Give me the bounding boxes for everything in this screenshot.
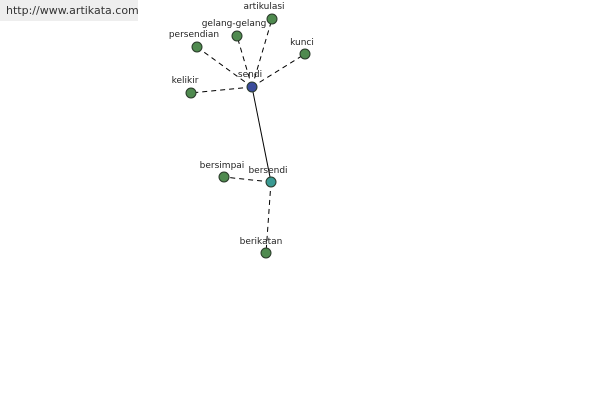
node-persendian[interactable]: persendian [169,30,219,53]
node-circle-berikatan[interactable] [260,247,272,259]
node-label-kunci: kunci [290,38,314,48]
nodes-layer: sendi bersendi artikulasi gelang-gelangpers… [169,2,314,259]
edge-sendi-kelikir [190,86,253,94]
node-gelang-gelang[interactable]: gelang-gelang [202,19,267,42]
site-url-text: http://www.artikata.com [6,4,139,17]
node-label-bersendi: bersendi [248,166,287,176]
watermark-bar: http://www.artikata.com [0,0,139,21]
node-label-sendi: sendi [238,70,262,80]
node-circle-sendi[interactable] [246,81,258,93]
node-circle-persendian[interactable] [191,41,203,53]
node-circle-bersendi[interactable] [265,176,277,188]
node-bersimpai[interactable]: bersimpai [200,161,245,183]
node-label-artikulasi: artikulasi [243,2,284,12]
node-circle-gelang-gelang[interactable] [231,30,243,42]
node-sendi[interactable]: sendi [238,70,262,93]
node-circle-artikulasi[interactable] [266,13,278,25]
node-label-persendian: persendian [169,30,219,40]
edge-bersendi-berikatan [265,181,272,254]
edges-layer [190,18,306,254]
node-label-gelang-gelang: gelang-gelang [202,19,267,29]
node-label-bersimpai: bersimpai [200,161,245,171]
node-bersendi[interactable]: bersendi [248,166,288,188]
node-circle-kelikir[interactable] [185,87,197,99]
node-artikulasi[interactable]: artikulasi [243,2,285,25]
node-label-berikatan: berikatan [240,237,283,247]
node-kelikir[interactable]: kelikir [172,76,199,99]
edge-sendi-artikulasi [251,18,273,88]
node-label-kelikir: kelikir [172,76,199,86]
edge-bersendi-bersimpai [223,176,272,183]
edge-sendi-kunci [251,53,306,88]
node-circle-kunci[interactable] [299,48,311,60]
node-kunci[interactable]: kunci [290,38,314,60]
node-circle-bersimpai[interactable] [218,171,230,183]
node-berikatan[interactable]: berikatan [240,237,283,259]
edge-sendi-bersendi [251,86,272,183]
edge-sendi-persendian [196,46,253,88]
